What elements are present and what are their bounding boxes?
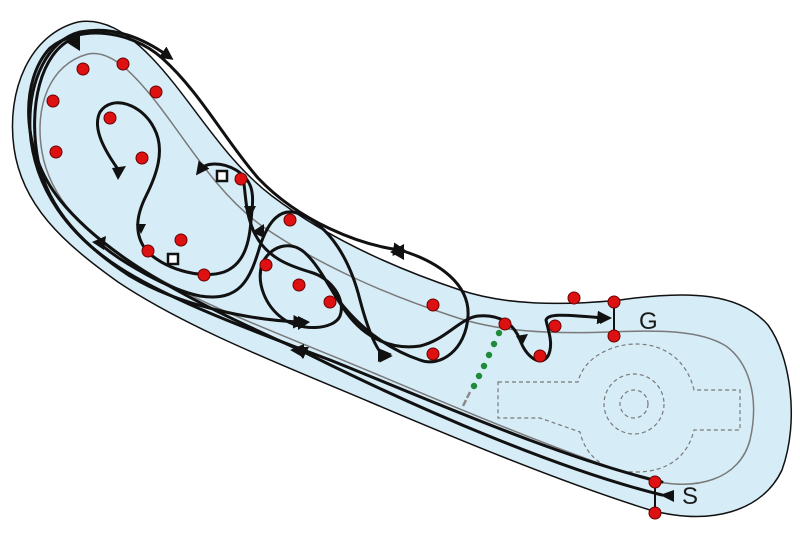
route-top-return <box>338 248 470 364</box>
course-ground <box>11 20 793 518</box>
route-outer-return <box>293 346 664 497</box>
pylon <box>259 258 273 272</box>
pylon <box>533 349 547 363</box>
pylon <box>103 111 117 125</box>
pylon <box>426 347 440 361</box>
pylon <box>567 291 581 305</box>
pylon <box>135 151 149 165</box>
pylon <box>141 244 155 258</box>
arrow-mid-down <box>136 224 146 234</box>
square-marker <box>215 169 229 183</box>
goal-label: G <box>639 308 658 335</box>
pylon <box>197 268 211 282</box>
pylon <box>648 475 662 489</box>
pylon <box>498 317 512 331</box>
arrow-bottom-mid <box>290 344 304 358</box>
pylon <box>648 506 662 520</box>
pylon <box>149 85 163 99</box>
gate-dotted-line <box>461 329 503 407</box>
pylon <box>323 295 337 309</box>
pylon <box>426 298 440 312</box>
pylon <box>49 145 63 159</box>
pylons <box>46 57 662 520</box>
arrow-start <box>660 490 674 502</box>
pylon <box>283 213 297 227</box>
route-outer-loop <box>27 31 407 352</box>
arrow-center <box>252 224 264 238</box>
arrow-dip <box>516 334 528 346</box>
route-slalom-inner <box>96 210 393 363</box>
arrow-left-upper <box>112 166 126 180</box>
pylon <box>607 329 621 343</box>
route <box>27 28 664 497</box>
arrow-center-right <box>378 348 392 362</box>
pylon <box>46 94 60 108</box>
direction-arrows <box>66 33 674 502</box>
arrow-mid-right <box>298 316 310 330</box>
arrow-left-lower <box>92 236 106 250</box>
arrow-goal <box>600 312 612 324</box>
pylon <box>76 62 90 76</box>
arrow-top-right <box>390 244 404 260</box>
pylon <box>234 172 248 186</box>
route-loop-two-b <box>33 36 307 329</box>
pylon <box>607 295 621 309</box>
pylon <box>548 319 562 333</box>
square-marker <box>166 252 180 266</box>
start-label: S <box>682 483 698 510</box>
pylon <box>292 278 306 292</box>
arrow-top-left <box>66 33 80 51</box>
dashed-facility-outline <box>497 343 741 473</box>
pylon <box>174 233 188 247</box>
square-markers <box>166 169 229 266</box>
arrow-upper-mid <box>244 206 256 218</box>
pylon <box>116 57 130 71</box>
